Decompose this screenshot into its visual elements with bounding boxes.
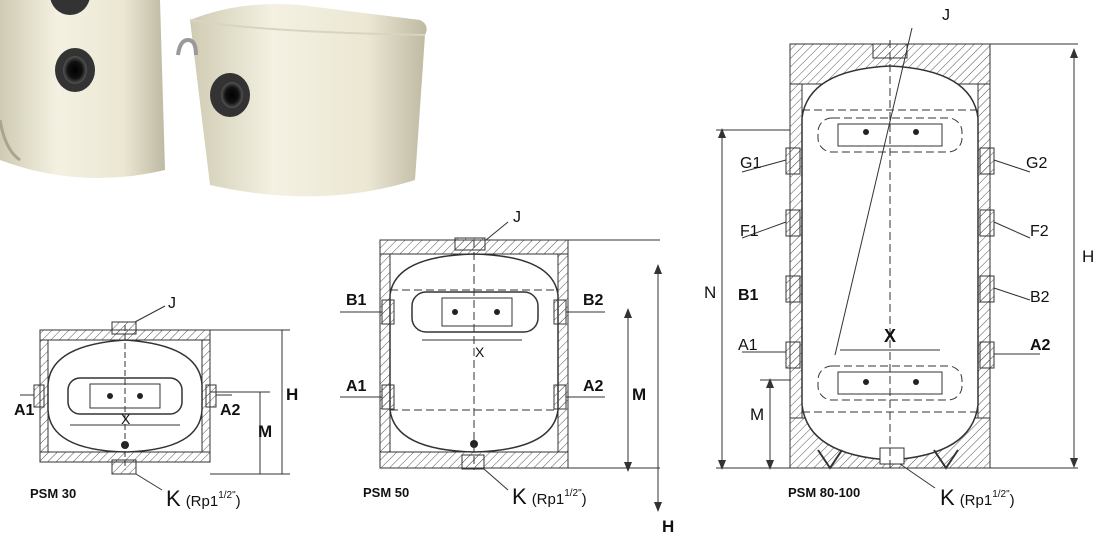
tank1-m-label: M <box>258 422 272 441</box>
tank1-x-label: X <box>121 411 131 427</box>
tank1-k-sup: 1/2" <box>218 490 236 501</box>
tank1-k-main: K <box>166 486 181 511</box>
tank3-j-label: J <box>942 7 950 24</box>
tank2-b1-label: B1 <box>346 292 367 309</box>
tank1-a2-label: A2 <box>220 402 241 419</box>
tank3-n-label: N <box>704 283 716 302</box>
tank3-x-label: X <box>884 326 896 346</box>
tank2-h-label: H <box>662 517 674 536</box>
tank1-h-label: H <box>286 385 298 404</box>
tank2-k-sup: 1/2" <box>564 488 582 499</box>
tank3-k-label: K (Rp11/2") <box>940 485 1015 510</box>
tank3-a2-label: A2 <box>1030 337 1051 354</box>
tank2-k-main: K <box>512 484 527 509</box>
tank2-k-close: ) <box>582 491 587 508</box>
tank2-b2-label: B2 <box>583 292 604 309</box>
tank3-k-close: ) <box>1010 492 1015 509</box>
tank3-h-label: H <box>1082 247 1094 266</box>
tank1-k-close: ) <box>236 493 241 510</box>
tank1-j-label: J <box>168 295 176 312</box>
tank3-model-label: PSM 80-100 <box>788 485 860 500</box>
tank3-b2-label: B2 <box>1030 289 1050 306</box>
tank2-a2-label: A2 <box>583 378 604 395</box>
tank1-a1-label: A1 <box>14 402 35 419</box>
tank-psm80-100-drawing <box>716 27 1078 489</box>
tank3-k-main: K <box>940 485 955 510</box>
tank3-g2-label: G2 <box>1026 155 1047 172</box>
tank2-a1-label: A1 <box>346 378 367 395</box>
tank-psm30-drawing <box>20 305 290 491</box>
tank3-k-sup: 1/2" <box>992 489 1010 500</box>
tank-photo-icon <box>0 0 427 197</box>
tank2-model-label: PSM 50 <box>363 485 409 500</box>
tank3-f2-label: F2 <box>1030 223 1049 240</box>
tank3-m-label: M <box>750 405 764 424</box>
tank2-k-label: K (Rp11/2") <box>512 484 587 509</box>
tank2-k-open: (Rp1 <box>532 491 565 508</box>
tank3-k-open: (Rp1 <box>960 492 993 509</box>
tank3-b1-label: B1 <box>738 287 759 304</box>
tank2-m-label: M <box>632 385 646 404</box>
tank1-model-label: PSM 30 <box>30 486 76 501</box>
tank1-k-label: K (Rp11/2") <box>166 486 241 511</box>
tank-psm50-drawing <box>340 221 662 512</box>
tank3-f1-label: F1 <box>740 223 759 240</box>
tank1-k-open: (Rp1 <box>186 493 219 510</box>
tank3-g1-label: G1 <box>740 155 761 172</box>
tank2-j-label: J <box>513 209 521 226</box>
tank2-x-label: X <box>475 344 485 360</box>
tank3-a1-label: A1 <box>738 337 758 354</box>
